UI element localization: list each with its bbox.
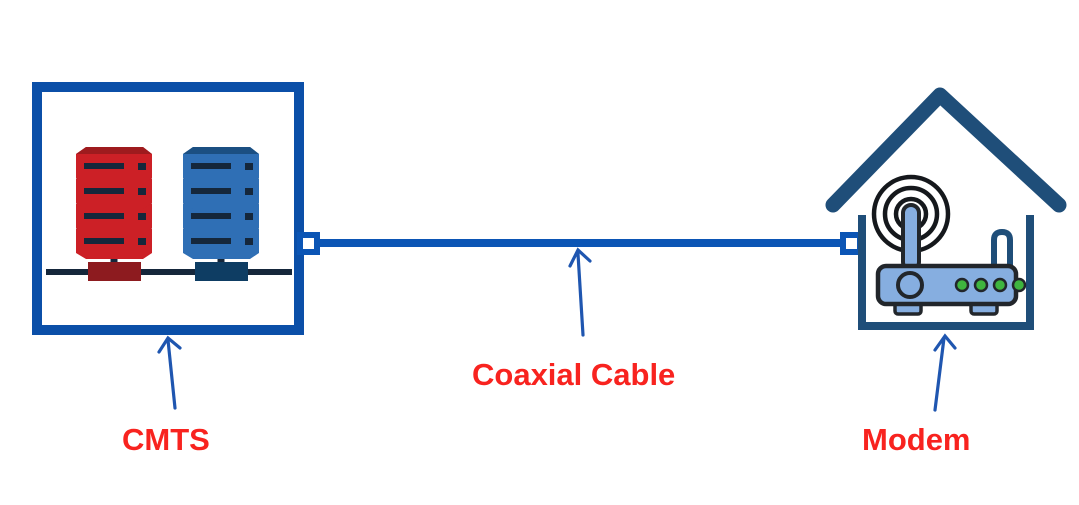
server-red-unit bbox=[76, 147, 152, 184]
label-modem: Modem bbox=[862, 422, 971, 457]
house-roof bbox=[825, 87, 1067, 213]
server-blue-unit bbox=[183, 147, 259, 184]
router-led bbox=[954, 277, 970, 293]
cmts-node[interactable] bbox=[32, 82, 304, 335]
server-stack-red bbox=[76, 147, 152, 281]
server-blue-base-block bbox=[195, 262, 248, 281]
coax-port-cmts bbox=[297, 232, 320, 255]
router-led-row bbox=[954, 277, 1027, 293]
callout-arrow-modem bbox=[933, 333, 957, 412]
label-coaxial-cable: Coaxial Cable bbox=[472, 357, 675, 392]
modem-node[interactable] bbox=[825, 87, 1067, 330]
label-cmts: CMTS bbox=[122, 422, 210, 457]
callout-arrow-cmts bbox=[157, 335, 182, 410]
server-stack-blue bbox=[183, 147, 259, 281]
router-led bbox=[1011, 277, 1027, 293]
server-red-base-block bbox=[88, 262, 141, 281]
coax-link[interactable] bbox=[297, 232, 863, 255]
router-cable-loop bbox=[991, 228, 1013, 276]
router-led bbox=[973, 277, 989, 293]
router-antenna bbox=[901, 203, 921, 272]
house-walls bbox=[858, 215, 1034, 330]
callout-arrows bbox=[157, 247, 957, 412]
coax-port-modem bbox=[840, 232, 863, 255]
router-device bbox=[875, 203, 1027, 316]
router-led bbox=[992, 277, 1008, 293]
router-power-knob bbox=[896, 271, 924, 299]
callout-arrow-coax bbox=[568, 247, 592, 337]
